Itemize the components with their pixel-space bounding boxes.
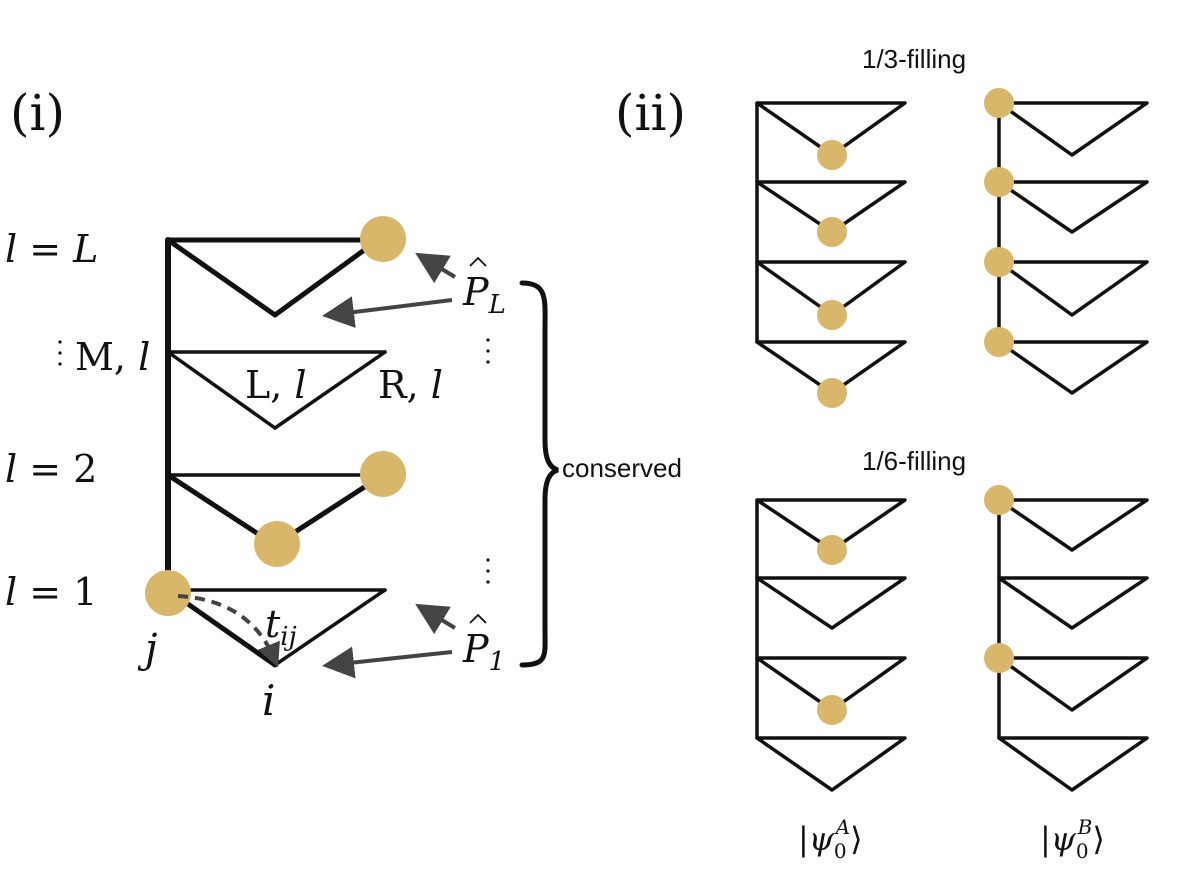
hat-accent bbox=[469, 613, 487, 624]
vdots-left bbox=[58, 340, 62, 366]
label-L-l: L, l bbox=[245, 363, 307, 407]
state-A-label: |ψ0A⟩ bbox=[798, 815, 863, 863]
label-l-eq-1: l = 1 bbox=[5, 570, 97, 614]
label-site-i: i bbox=[262, 676, 275, 725]
ladder-top-A bbox=[755, 101, 907, 395]
ladders-ii bbox=[755, 101, 1149, 792]
rung-top-right-edge bbox=[272, 237, 381, 318]
particle-A-sixth bbox=[817, 695, 847, 725]
label-M-l: M, l bbox=[75, 335, 150, 379]
arrow-PL-to-top-site bbox=[415, 252, 457, 284]
particle-A-third bbox=[817, 140, 847, 170]
projector-L: PL bbox=[462, 256, 506, 320]
hopping-arrow bbox=[177, 594, 280, 668]
ladder-bottom-A bbox=[755, 498, 907, 792]
particle-B-third bbox=[984, 167, 1014, 197]
arrow-PL-to-top-triangle bbox=[322, 296, 453, 328]
panel-ii-label: (ii) bbox=[615, 84, 686, 142]
particle-B-sixth bbox=[984, 485, 1014, 515]
particle-B-sixth bbox=[984, 643, 1014, 673]
svg-text:P1: P1 bbox=[462, 627, 505, 677]
label-t-ij: tij bbox=[265, 602, 297, 652]
particle-B-third bbox=[984, 88, 1014, 118]
arrow-P1-to-bottom-triangle bbox=[322, 646, 453, 679]
projector-arrows bbox=[322, 252, 457, 679]
label-l-eq-L: l = L bbox=[5, 227, 98, 271]
vdots-right-upper bbox=[486, 338, 490, 364]
particle-A-third bbox=[817, 300, 847, 330]
svg-text:PL: PL bbox=[462, 270, 506, 320]
particle-one-middle bbox=[145, 570, 191, 616]
particle-top-right bbox=[360, 216, 406, 262]
label-site-j: j bbox=[137, 626, 157, 672]
particle-two-right bbox=[360, 451, 406, 497]
particle-A-sixth bbox=[817, 535, 847, 565]
hat-accent bbox=[469, 256, 487, 267]
particles-ii bbox=[817, 88, 1014, 725]
particle-A-third bbox=[817, 378, 847, 408]
conserved-label: conserved bbox=[562, 453, 682, 483]
particle-two-left bbox=[254, 521, 300, 567]
particle-B-third bbox=[984, 247, 1014, 277]
rung-mid-left-edge bbox=[166, 350, 277, 430]
arrow-P1-to-bottom-site bbox=[415, 603, 457, 635]
label-R-l: R, l bbox=[378, 363, 443, 407]
label-l-eq-2: l = 2 bbox=[5, 447, 97, 491]
vdots-right-lower bbox=[486, 558, 490, 584]
rung-one-right-edge bbox=[273, 588, 387, 667]
rung-mid-right-edge bbox=[273, 350, 387, 430]
projector-1: P1 bbox=[462, 613, 505, 677]
filling-one-sixth-label: 1/6-filling bbox=[862, 446, 966, 476]
state-B-label: |ψ0B⟩ bbox=[1040, 815, 1105, 863]
particle-B-third bbox=[984, 327, 1014, 357]
rung-top-left-edge bbox=[165, 237, 278, 318]
ladder-top-B bbox=[997, 101, 1149, 395]
ladder-bottom-B bbox=[997, 498, 1149, 792]
particle-A-third bbox=[817, 217, 847, 247]
panel-i-label: (i) bbox=[10, 84, 65, 142]
particles-i bbox=[145, 216, 406, 616]
conserved-brace bbox=[519, 280, 559, 668]
filling-one-third-label: 1/3-filling bbox=[862, 44, 966, 74]
